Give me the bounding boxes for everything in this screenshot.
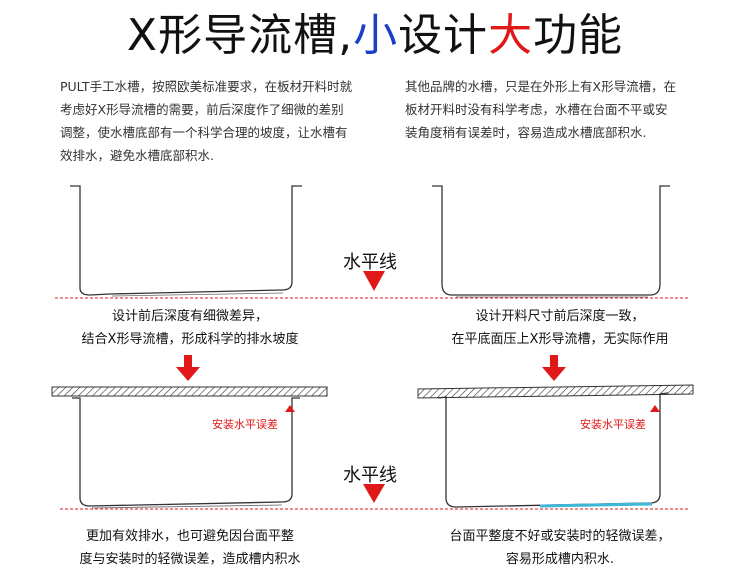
title-part-small: 小	[353, 10, 399, 61]
right-description-line: 其他品牌的水槽，只是在外形上有X形导流槽，在	[405, 79, 677, 94]
caption-top-right: 设计开料尺寸前后深度一致， 在平底面压上X形导流槽，无实际作用	[415, 305, 705, 351]
error-arrow-right	[650, 405, 660, 412]
left-description: PULT手工水槽，按照欧美标准要求，在板材开料时就 考虑好X形导流槽的需要，前后…	[60, 75, 360, 167]
caption-line: 在平底面压上X形导流槽，无实际作用	[451, 332, 669, 347]
left-description-line: PULT手工水槽，按照欧美标准要求，在板材开料时就	[60, 79, 353, 94]
bottom-right-sink	[437, 392, 669, 508]
caption-bottom-left: 更加有效排水，也可避免因台面平整 度与安装时的轻微误差，造成槽内积水	[45, 525, 335, 571]
caption-top-left: 设计前后深度有细微差异， 结合X形导流槽，形成科学的排水坡度	[50, 305, 330, 351]
countertop-left	[51, 386, 328, 397]
right-description: 其他品牌的水槽，只是在外形上有X形导流槽，在 板材开料时没有科学考虑，水槽在台面…	[405, 75, 705, 144]
standing-water	[539, 502, 653, 508]
caption-line: 设计前后深度有细微差异，	[111, 309, 268, 324]
top-level-arrow	[363, 271, 385, 291]
install-error-label-right: 安装水平误差	[580, 418, 646, 431]
level-label-bottom: 水平线	[343, 465, 397, 486]
top-right-sink	[432, 185, 670, 298]
right-description-line: 装角度稍有误差时，容易造成水槽底部积水.	[405, 125, 647, 140]
page-title: X形导流槽,小设计大功能	[0, 6, 750, 66]
caption-line: 台面平整度不好或安装时的轻微误差，	[449, 529, 671, 544]
title-part-function: 功能	[533, 10, 624, 61]
error-arrow-left	[285, 405, 295, 412]
caption-line: 设计开料尺寸前后深度一致，	[475, 309, 645, 324]
down-arrow-left	[176, 355, 200, 381]
caption-line: 更加有效排水，也可避免因台面平整	[85, 529, 294, 544]
left-description-line: 效排水，避免水槽底部积水.	[60, 148, 214, 163]
countertop-right	[417, 384, 694, 399]
install-error-label-left: 安装水平误差	[212, 418, 278, 431]
left-description-line: 考虑好X形导流槽的需要，前后深度作了细微的差别	[60, 102, 344, 117]
top-left-sink	[70, 185, 302, 297]
right-description-line: 板材开料时没有科学考虑，水槽在台面不平或安	[405, 102, 668, 117]
title-part-design: 设计	[398, 10, 489, 61]
caption-line: 结合X形导流槽，形成科学的排水坡度	[81, 332, 299, 347]
caption-bottom-right: 台面平整度不好或安装时的轻微误差， 容易形成槽内积水.	[415, 525, 705, 571]
down-arrow-right	[542, 355, 566, 381]
bottom-level-arrow	[363, 484, 385, 503]
level-label-top: 水平线	[343, 252, 397, 273]
left-description-line: 调整，使水槽底部有一个科学合理的坡度，让水槽有	[60, 125, 348, 140]
bottom-left-sink	[72, 397, 300, 509]
caption-line: 度与安装时的轻微误差，造成槽内积水	[79, 552, 301, 567]
title-part-1: X形导流槽,	[126, 10, 354, 61]
title-part-big: 大	[488, 10, 534, 61]
caption-line: 容易形成槽内积水.	[505, 552, 615, 567]
